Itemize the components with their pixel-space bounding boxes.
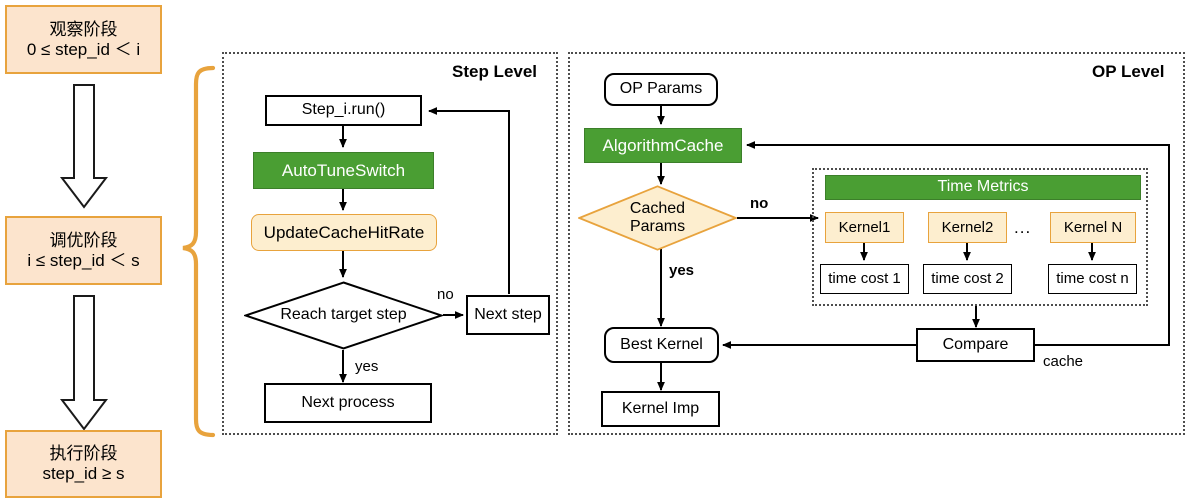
node-kernel-1-label: Kernel1 bbox=[838, 218, 891, 236]
brace-tuning-scope bbox=[182, 65, 216, 438]
panel-op-level-title: OP Level bbox=[1092, 62, 1165, 81]
edge-compare-cache-algocache bbox=[746, 141, 1170, 346]
node-time-cost-1: time cost 1 bbox=[820, 264, 909, 294]
node-next-process: Next process bbox=[264, 383, 432, 423]
node-auto-tune-switch-label: AutoTuneSwitch bbox=[281, 160, 406, 180]
phase-box-observe: 观察阶段 0 ≤ step_id ＜ i bbox=[5, 5, 162, 74]
node-cached-params-line1: Cached bbox=[629, 199, 686, 217]
phase-execute-line1: 执行阶段 bbox=[49, 444, 118, 464]
node-time-metrics-label: Time Metrics bbox=[937, 178, 1029, 196]
phase-observe-line2: 0 ≤ step_id ＜ i bbox=[26, 39, 141, 59]
cached-params-shape bbox=[576, 185, 739, 251]
block-arrow-tune-to-execute bbox=[59, 295, 109, 431]
node-cached-params: Cached Params bbox=[576, 185, 739, 251]
phase-box-tune: 调优阶段 i ≤ step_id ＜ s bbox=[5, 216, 162, 285]
edge-label-step-yes: yes bbox=[355, 358, 379, 375]
node-kernel-imp-label: Kernel Imp bbox=[621, 399, 700, 417]
node-compare-label: Compare bbox=[942, 335, 1009, 353]
node-next-step-label: Next step bbox=[474, 305, 542, 323]
node-algorithm-cache-label: AlgorithmCache bbox=[602, 135, 724, 155]
block-arrow-observe-to-tune bbox=[59, 84, 109, 209]
phase-box-execute: 执行阶段 step_id ≥ s bbox=[5, 430, 162, 498]
node-op-params-label: OP Params bbox=[619, 80, 703, 98]
reach-target-step-shape bbox=[242, 281, 445, 350]
node-cached-params-text: Cached Params bbox=[578, 185, 737, 251]
node-time-cost-1-label: time cost 1 bbox=[828, 270, 901, 288]
edge-nextstep-feedback bbox=[428, 107, 510, 294]
node-kernel-1: Kernel1 bbox=[825, 212, 904, 243]
node-time-metrics: Time Metrics bbox=[825, 175, 1141, 200]
kernels-ellipsis: ... bbox=[1014, 218, 1032, 237]
node-kernel-2-label: Kernel2 bbox=[941, 218, 994, 236]
phase-execute-line2: step_id ≥ s bbox=[42, 464, 125, 483]
panel-op-level bbox=[568, 52, 1185, 435]
node-kernel-2: Kernel2 bbox=[928, 212, 1007, 243]
node-cached-params-line2: Params bbox=[629, 218, 686, 235]
node-time-cost-2-label: time cost 2 bbox=[931, 270, 1004, 288]
node-next-process-label: Next process bbox=[301, 393, 395, 411]
node-time-cost-n: time cost n bbox=[1048, 264, 1137, 294]
panel-step-level-title: Step Level bbox=[452, 62, 538, 81]
phase-observe-line1: 观察阶段 bbox=[49, 19, 118, 39]
edge-label-cache: cache bbox=[1043, 353, 1084, 370]
panel-time-metrics-group bbox=[812, 168, 1148, 306]
node-update-cache-hit-rate-label: UpdateCacheHitRate bbox=[263, 222, 425, 242]
phase-tune-line2: i ≤ step_id ＜ s bbox=[27, 250, 140, 270]
node-step-run-label: Step_i.run() bbox=[301, 101, 386, 119]
node-algorithm-cache: AlgorithmCache bbox=[584, 128, 742, 163]
edge-label-op-no: no bbox=[750, 195, 769, 212]
node-compare: Compare bbox=[916, 328, 1035, 362]
node-auto-tune-switch: AutoTuneSwitch bbox=[253, 152, 434, 189]
node-reach-target-step: Reach target step bbox=[242, 281, 445, 350]
node-op-params: OP Params bbox=[604, 73, 718, 106]
node-best-kernel-label: Best Kernel bbox=[620, 335, 703, 353]
panel-step-level bbox=[222, 52, 558, 435]
node-update-cache-hit-rate: UpdateCacheHitRate bbox=[251, 214, 437, 251]
edge-label-step-no: no bbox=[437, 286, 454, 303]
edge-label-op-yes: yes bbox=[669, 262, 695, 279]
node-best-kernel: Best Kernel bbox=[604, 327, 719, 363]
node-kernel-imp: Kernel Imp bbox=[601, 391, 720, 427]
node-time-cost-n-label: time cost n bbox=[1056, 270, 1129, 288]
node-kernel-n: Kernel N bbox=[1050, 212, 1136, 243]
node-kernel-n-label: Kernel N bbox=[1063, 218, 1123, 236]
node-time-cost-2: time cost 2 bbox=[923, 264, 1012, 294]
node-next-step: Next step bbox=[466, 295, 550, 335]
phase-tune-line1: 调优阶段 bbox=[49, 230, 118, 250]
node-step-run: Step_i.run() bbox=[265, 95, 422, 126]
node-reach-target-step-label: Reach target step bbox=[280, 306, 407, 324]
